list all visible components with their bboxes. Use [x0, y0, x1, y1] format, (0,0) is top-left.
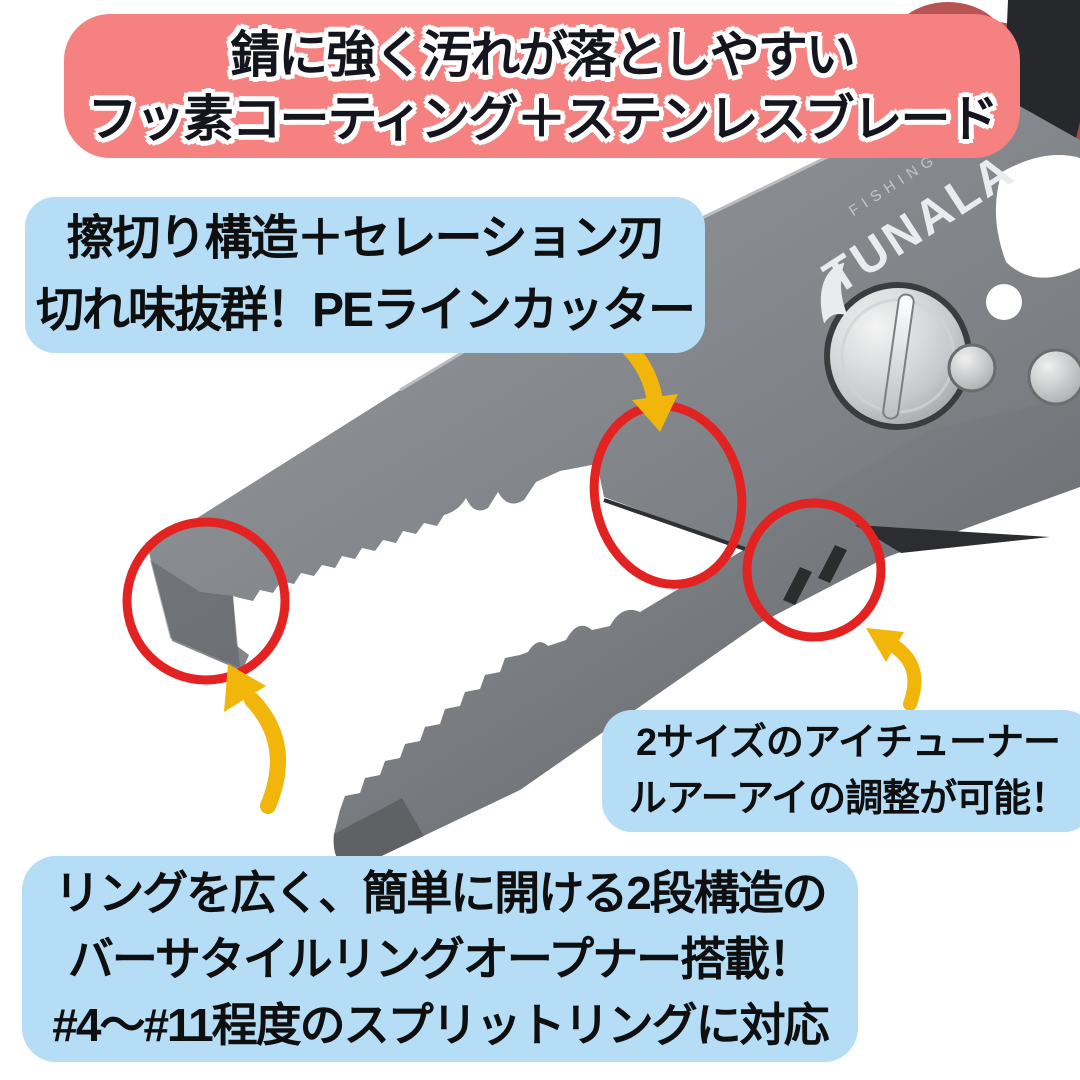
rivet-left [947, 343, 997, 393]
brand-fishtail-icon [820, 262, 848, 324]
rivet-right [1027, 348, 1080, 406]
arrow-to-eye-tuner-head [866, 628, 904, 662]
callout-ring-opener-line3: #4〜#11程度のスプリットリングに対応 [52, 999, 829, 1051]
pivot-screw [824, 282, 972, 430]
arrow-to-ring-opener-tip-head [224, 664, 266, 712]
eye-tuner-slot-large [818, 545, 847, 583]
jaw-gap-cutout [995, 155, 1080, 278]
hook-tip-shade [150, 560, 240, 668]
ring-opener-tip-highlight [122, 517, 290, 685]
callout-pe-cutter-line2: 切れ味抜群！PEラインカッター [35, 284, 696, 337]
callout-ring-opener: リングを広く、簡単に開ける2段構造の バーサタイルリングオープナー搭載！ #4〜… [22, 856, 858, 1062]
callout-eye-tuner-line2: ルアーアイの調整が可能！ [628, 778, 1068, 820]
arrow-to-eye-tuner [887, 639, 922, 711]
banner-rust-resistant: 錆に強く汚れが落としやすい フッ素コーティング＋ステンレスブレード [64, 14, 1020, 158]
blade-seam-shadow [855, 525, 1050, 553]
callout-eye-tuner: 2サイズのアイチューナー ルアーアイの調整が可能！ [602, 710, 1080, 832]
banner-line2: フッ素コーティング＋ステンレスブレード [87, 91, 999, 147]
lower-jaw-tip-shade [333, 798, 424, 870]
callout-ring-opener-line2: バーサタイルリングオープナー搭載！ [67, 933, 814, 985]
callout-pe-cutter-line1: 擦切り構造＋セレーション刃 [66, 212, 665, 265]
callout-eye-tuner-line1: 2サイズのアイチューナー [635, 722, 1061, 764]
line-cutter-notch [986, 284, 1022, 320]
eye-tuner-slot-small [783, 567, 812, 605]
arrow-to-pe-cutter-head [632, 394, 678, 432]
banner-line1: 錆に強く汚れが落としやすい [230, 27, 855, 83]
arrow-to-ring-opener-tip [244, 692, 286, 814]
lower-jaw [333, 395, 1080, 870]
eye-tuner-slots-highlight [742, 498, 886, 642]
callout-ring-opener-line1: リングを広く、簡単に開ける2段構造の [54, 867, 828, 919]
callout-pe-cutter: 擦切り構造＋セレーション刃 切れ味抜群！PEラインカッター [25, 197, 705, 353]
upper-jaw [148, 95, 1080, 671]
jaw-contact-seam [603, 498, 746, 551]
